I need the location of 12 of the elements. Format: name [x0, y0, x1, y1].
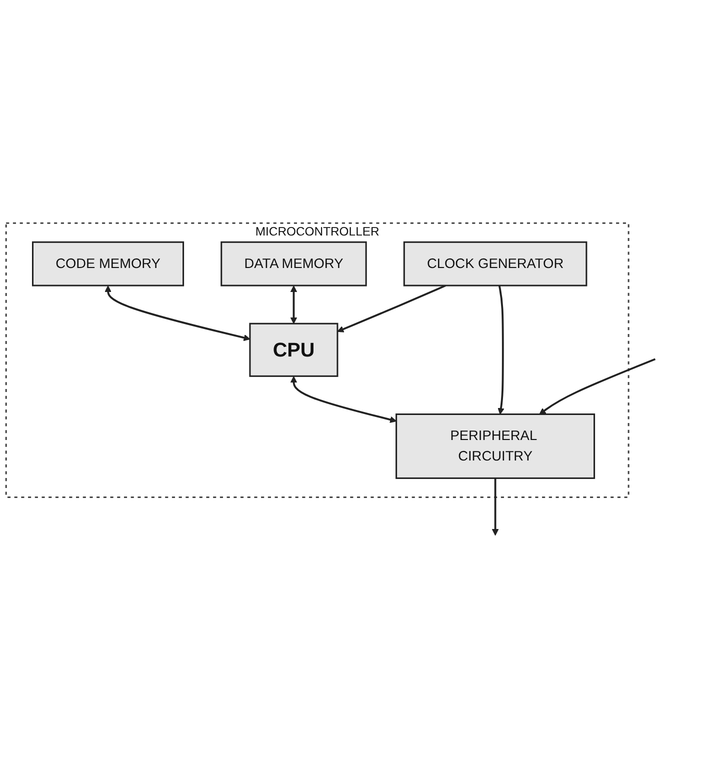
- arrow: [290, 285, 298, 324]
- node-box: CLOCK GENERATOR: [403, 241, 588, 286]
- arrow: [104, 285, 250, 341]
- arrow: [337, 284, 446, 332]
- arrow: [290, 376, 397, 423]
- arrow: [498, 285, 504, 414]
- node-box: DATA MEMORY: [220, 241, 367, 286]
- arrow: [539, 358, 656, 414]
- node-box: CODE MEMORY: [32, 241, 184, 286]
- node-box: PERIPHERAL CIRCUITRY: [396, 413, 596, 479]
- node-box: CPU: [249, 322, 338, 377]
- arrow: [492, 478, 499, 536]
